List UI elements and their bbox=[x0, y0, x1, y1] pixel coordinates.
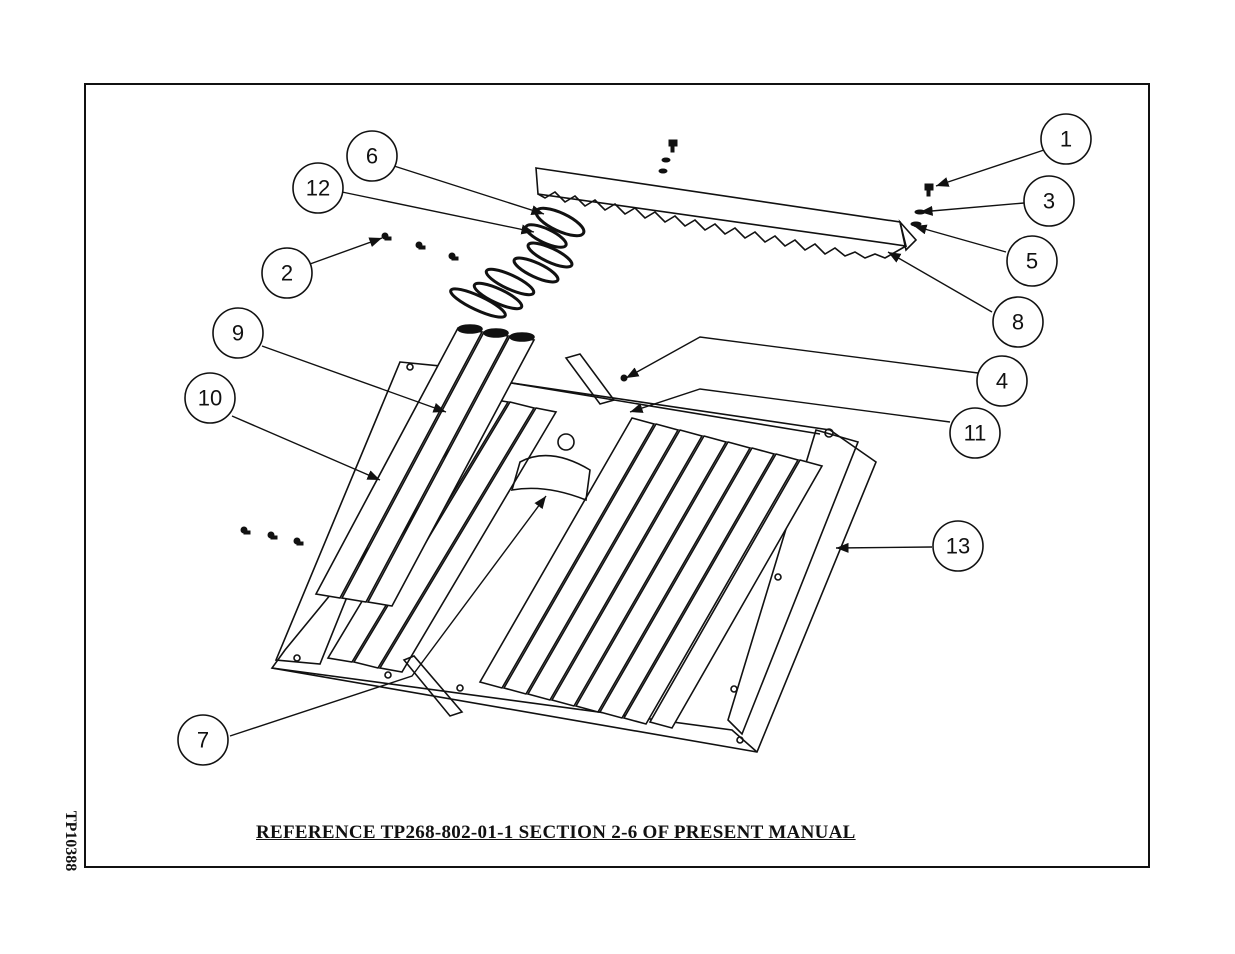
callout-label-13: 13 bbox=[946, 534, 970, 559]
callout-balloons bbox=[177, 113, 1092, 766]
callout-label-3: 3 bbox=[1043, 189, 1055, 214]
callout-label-8: 8 bbox=[1012, 310, 1024, 335]
fasteners bbox=[240, 139, 934, 546]
drive-belt bbox=[402, 353, 616, 717]
callout-balloon-7 bbox=[177, 714, 229, 766]
callout-balloon-10 bbox=[184, 372, 236, 424]
conveyor-frame bbox=[270, 381, 877, 753]
loose-rollers bbox=[314, 324, 536, 607]
callout-balloon-2 bbox=[261, 247, 313, 299]
callout-label-10: 10 bbox=[198, 386, 222, 411]
callout-balloon-1 bbox=[1040, 113, 1092, 165]
callout-label-9: 9 bbox=[232, 321, 244, 346]
callout-balloon-4 bbox=[976, 355, 1028, 407]
callout-balloon-3 bbox=[1023, 175, 1075, 227]
o-rings bbox=[449, 206, 586, 319]
callout-labels: 1 2 3 4 5 6 7 8 9 10 11 12 13 bbox=[197, 127, 1072, 753]
callout-label-1: 1 bbox=[1060, 127, 1072, 152]
top-cover bbox=[535, 167, 918, 259]
callout-label-6: 6 bbox=[366, 144, 378, 169]
callout-balloon-6 bbox=[346, 130, 398, 182]
callout-balloon-13 bbox=[932, 520, 984, 572]
document-id: TP10388 bbox=[62, 810, 80, 872]
side-plate bbox=[274, 361, 442, 665]
callout-label-5: 5 bbox=[1026, 249, 1038, 274]
callout-label-4: 4 bbox=[996, 369, 1008, 394]
callout-balloon-12 bbox=[292, 162, 344, 214]
drawing-frame bbox=[84, 83, 1150, 868]
callout-label-2: 2 bbox=[281, 261, 293, 286]
callout-balloon-8 bbox=[992, 296, 1044, 348]
callout-balloon-5 bbox=[1006, 235, 1058, 287]
leader-lines bbox=[229, 149, 1045, 737]
callout-balloon-9 bbox=[212, 307, 264, 359]
callout-label-12: 12 bbox=[306, 176, 330, 201]
callout-balloon-11 bbox=[949, 407, 1001, 459]
callout-label-11: 11 bbox=[964, 421, 987, 446]
reference-note: REFERENCE TP268-802-01-1 SECTION 2-6 OF … bbox=[256, 822, 856, 843]
callout-label-7: 7 bbox=[197, 728, 209, 753]
